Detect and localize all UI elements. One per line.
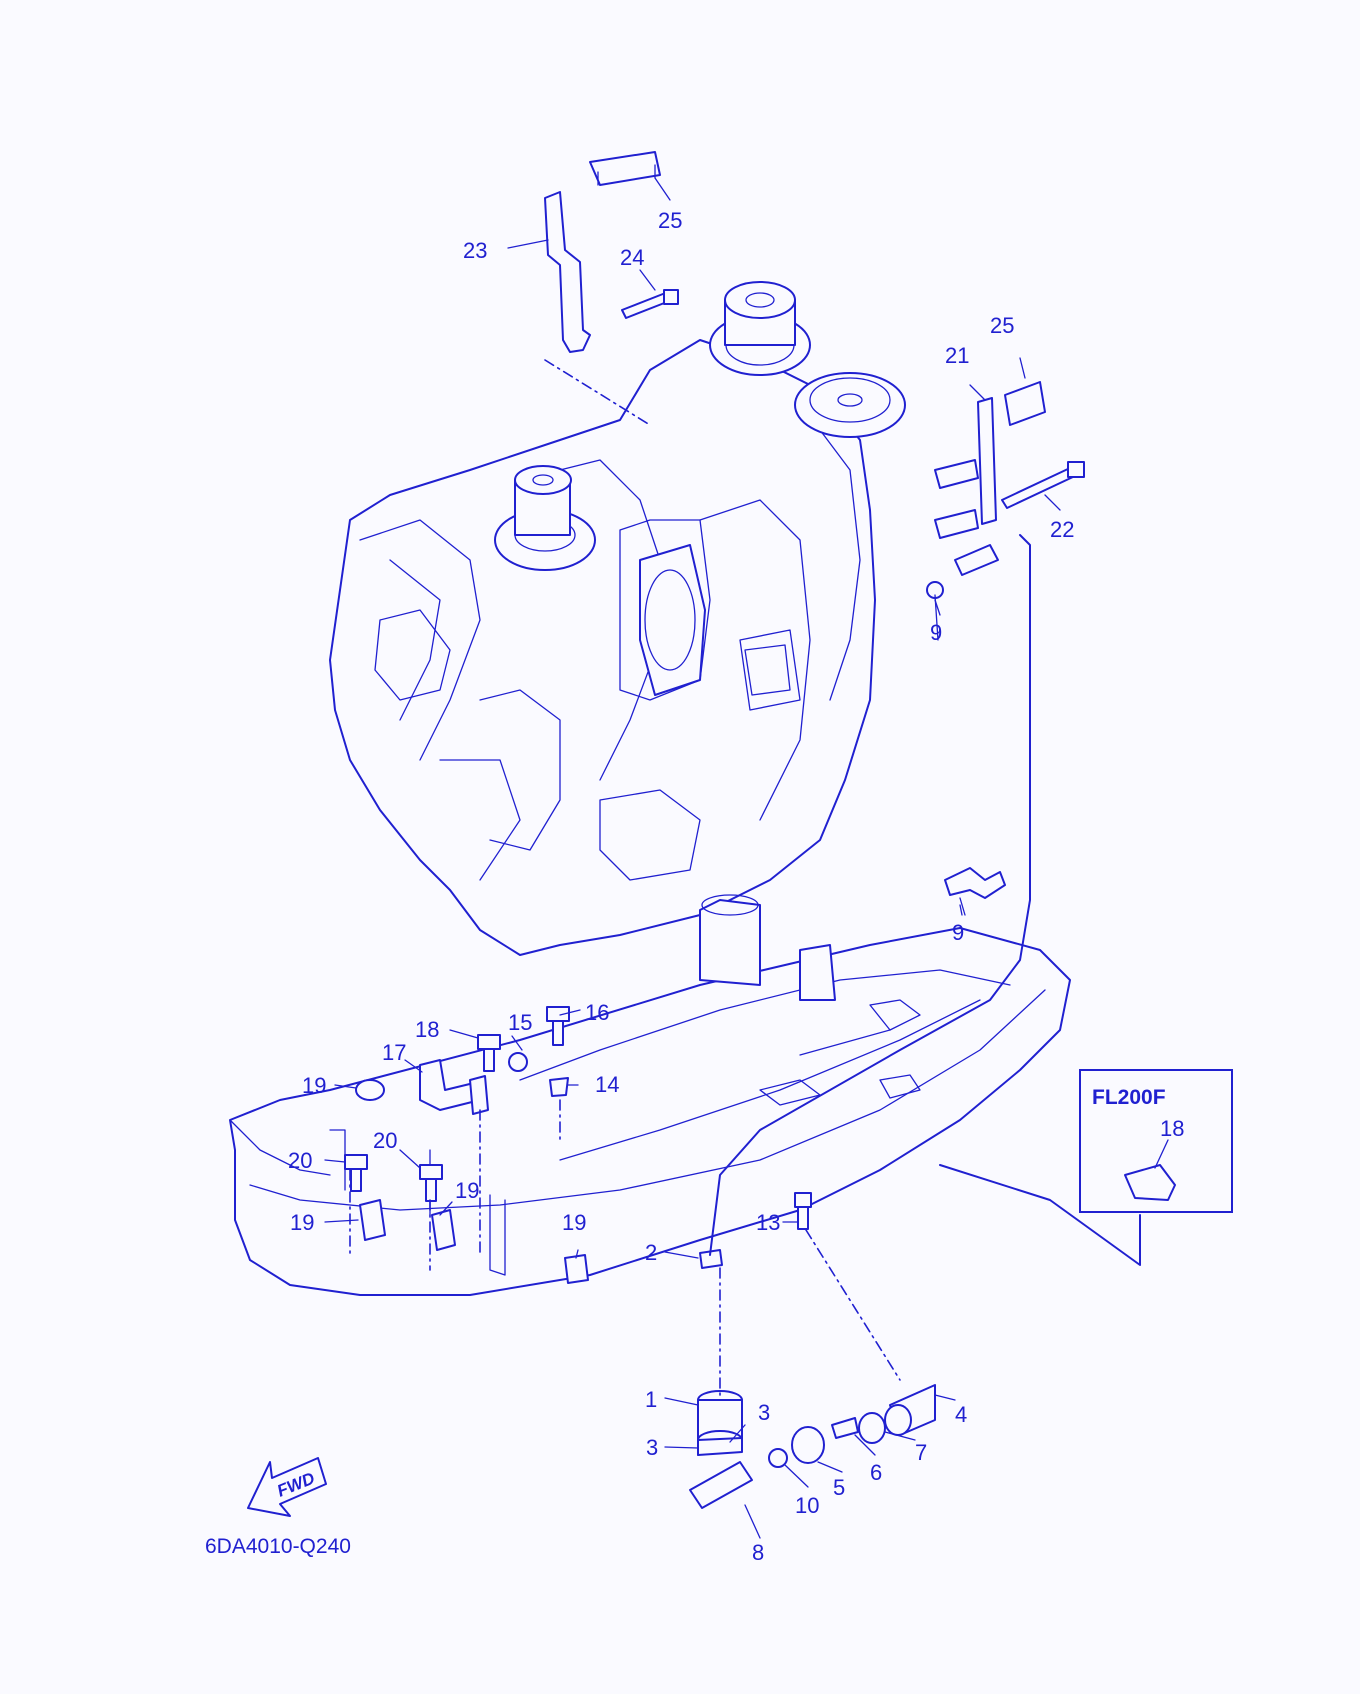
callout-20-left: 20 — [288, 1148, 312, 1173]
engine-block-illustration — [329, 281, 906, 956]
callout-19-right: 19 — [455, 1178, 479, 1203]
callout-9: 9 — [952, 920, 964, 945]
variant-part-callout: 18 — [1160, 1116, 1184, 1141]
callout-25-right: 25 — [990, 313, 1014, 338]
callout-13: 15 — [508, 1010, 532, 1035]
callout-10-top: 9 — [930, 620, 942, 645]
callout-7: 7 — [915, 1440, 927, 1465]
callout-19-left: 19 — [290, 1210, 314, 1235]
callout-11: 13 — [756, 1210, 780, 1235]
callout-3-left: 3 — [646, 1435, 658, 1460]
drawing-code: 6DA4010-Q240 — [205, 1535, 351, 1558]
callout-25-top: 25 — [658, 208, 682, 233]
callout-22: 22 — [1050, 517, 1074, 542]
callout-24: 24 — [620, 245, 644, 270]
callout-23: 23 — [463, 238, 487, 263]
callout-18: 19 — [562, 1210, 586, 1235]
callout-12: 14 — [595, 1072, 619, 1097]
callout-2: 2 — [645, 1240, 657, 1265]
part-shapes — [344, 151, 1176, 1509]
variant-model-label: FL200F — [1092, 1086, 1166, 1109]
variant-box: FL200F 18 — [1079, 1069, 1233, 1213]
callout-21: 21 — [945, 343, 969, 368]
callout-15: 17 — [382, 1040, 406, 1065]
callout-3-right: 3 — [758, 1400, 770, 1425]
callout-4: 4 — [955, 1402, 967, 1427]
leader-lines — [324, 177, 1169, 1539]
callout-1: 1 — [645, 1387, 657, 1412]
callout-6: 6 — [870, 1460, 882, 1485]
callout-labels: 25 23 24 25 21 22 9 9 18 15 16 17 14 19 … — [288, 208, 1074, 1565]
bottom-cowling-illustration — [229, 894, 1071, 1296]
callout-17: 19 — [302, 1073, 326, 1098]
callout-10-bottom: 10 — [795, 1493, 819, 1518]
callout-20-right: 20 — [373, 1128, 397, 1153]
callout-16: 18 — [415, 1017, 439, 1042]
callout-8: 8 — [752, 1540, 764, 1565]
callout-5: 5 — [833, 1475, 845, 1500]
fwd-arrow-icon: FWD — [247, 1457, 327, 1517]
callout-14: 16 — [585, 1000, 609, 1025]
